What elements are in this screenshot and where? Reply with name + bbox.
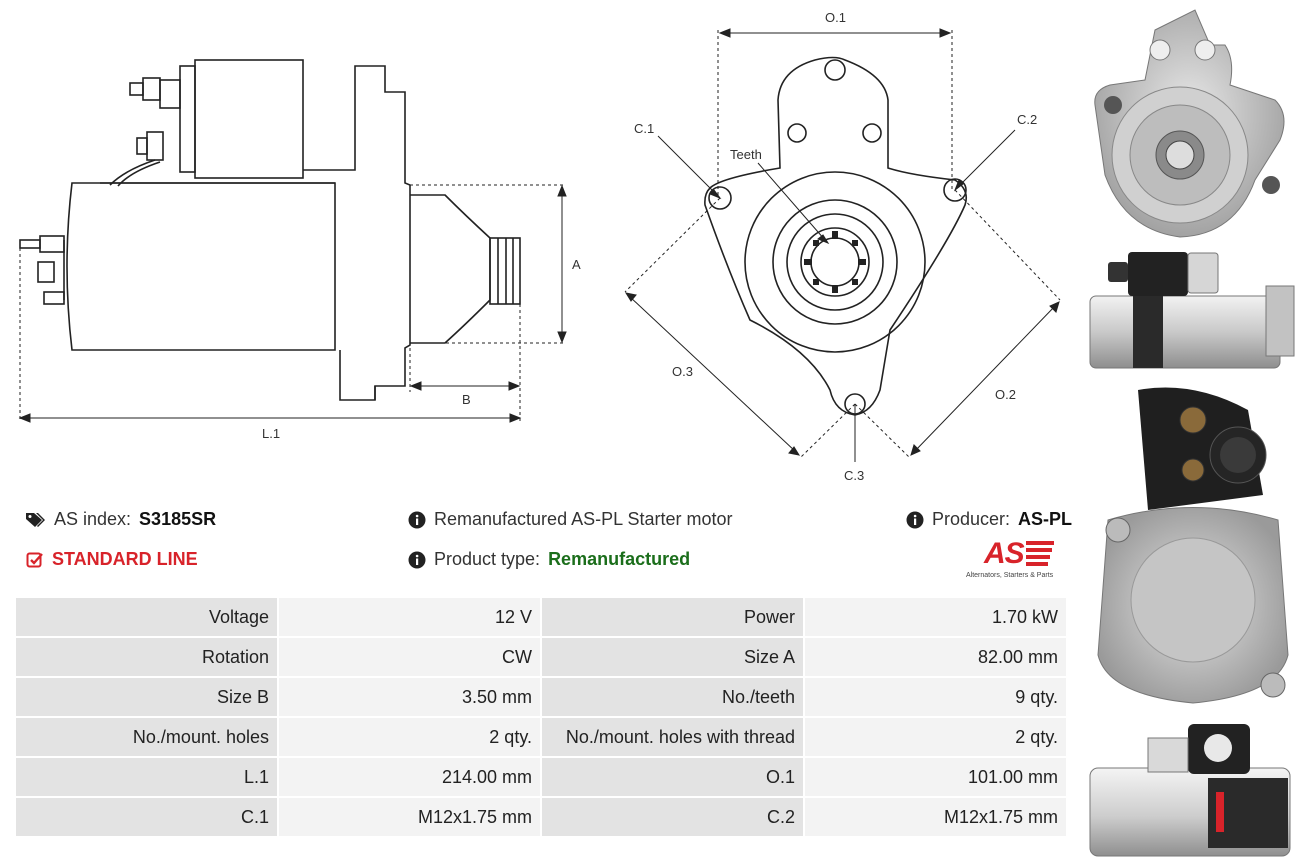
spec-value: CW — [279, 638, 540, 676]
product-type-value: Remanufactured — [548, 549, 691, 569]
dim-label-teeth: Teeth — [730, 147, 762, 162]
photo-side-view — [1088, 248, 1298, 373]
spec-key: Size A — [542, 638, 803, 676]
spec-value: M12x1.75 mm — [279, 798, 540, 836]
spec-value: 101.00 mm — [805, 758, 1066, 796]
spec-value: M12x1.75 mm — [805, 798, 1066, 836]
dim-label-l1: L.1 — [262, 426, 280, 441]
spec-value: 1.70 kW — [805, 598, 1066, 636]
producer-label: Producer: — [932, 509, 1011, 529]
tags-icon — [26, 512, 46, 528]
product-type-row: Product type: Remanufactured — [408, 549, 690, 570]
logo-tagline: Alternators, Starters & Parts — [966, 572, 1054, 579]
standard-line-row: STANDARD LINE — [26, 549, 198, 570]
spec-value: 3.50 mm — [279, 678, 540, 716]
photo-angle-view — [1088, 718, 1300, 858]
spec-key: Power — [542, 598, 803, 636]
dim-label-o2: O.2 — [995, 387, 1016, 402]
description-row: Remanufactured AS-PL Starter motor — [408, 509, 732, 530]
spec-value: 2 qty. — [279, 718, 540, 756]
dim-label-o3: O.3 — [672, 364, 693, 379]
front-view-drawing: O.1 C.1 C.2 Teeth O.3 O.2 C.3 — [624, 10, 1061, 483]
spec-key: No./teeth — [542, 678, 803, 716]
spec-key: No./mount. holes — [16, 718, 277, 756]
dim-label-c1: C.1 — [634, 121, 654, 136]
spec-value: 9 qty. — [805, 678, 1066, 716]
spec-key: C.2 — [542, 798, 803, 836]
producer-value: AS-PL — [1018, 509, 1073, 529]
spec-key: No./mount. holes with thread — [542, 718, 803, 756]
as-pl-logo: AS Alternators, Starters & Parts — [966, 538, 1068, 584]
product-type-label: Product type: — [434, 549, 541, 569]
spec-key: O.1 — [542, 758, 803, 796]
dim-label-a: A — [572, 257, 581, 272]
producer-row: Producer: AS-PL — [906, 509, 1072, 530]
spec-value: 2 qty. — [805, 718, 1066, 756]
spec-value: 214.00 mm — [279, 758, 540, 796]
info-icon — [906, 511, 924, 529]
product-description: Remanufactured AS-PL Starter motor — [434, 509, 733, 529]
spec-value: 82.00 mm — [805, 638, 1066, 676]
dim-label-b: B — [462, 392, 471, 407]
info-icon — [408, 511, 426, 529]
as-index-value: S3185SR — [139, 509, 217, 529]
spec-key: C.1 — [16, 798, 277, 836]
dim-label-c3: C.3 — [844, 468, 864, 483]
standard-line-label: STANDARD LINE — [52, 549, 198, 569]
side-view-drawing: A B L.1 — [18, 59, 581, 441]
photo-rear-view — [1088, 385, 1298, 710]
as-index-row: AS index: S3185SR — [26, 509, 216, 530]
spec-key: Size B — [16, 678, 277, 716]
spec-key: L.1 — [16, 758, 277, 796]
check-square-icon — [26, 551, 44, 569]
spec-key: Voltage — [16, 598, 277, 636]
dim-label-c2: C.2 — [1017, 112, 1037, 127]
as-index-label: AS index: — [54, 509, 132, 529]
spec-key: Rotation — [16, 638, 277, 676]
dim-label-o1: O.1 — [825, 10, 846, 25]
photo-front-view — [1085, 5, 1295, 245]
spec-value: 12 V — [279, 598, 540, 636]
info-icon — [408, 551, 426, 569]
logo-letters: AS — [984, 537, 1025, 570]
